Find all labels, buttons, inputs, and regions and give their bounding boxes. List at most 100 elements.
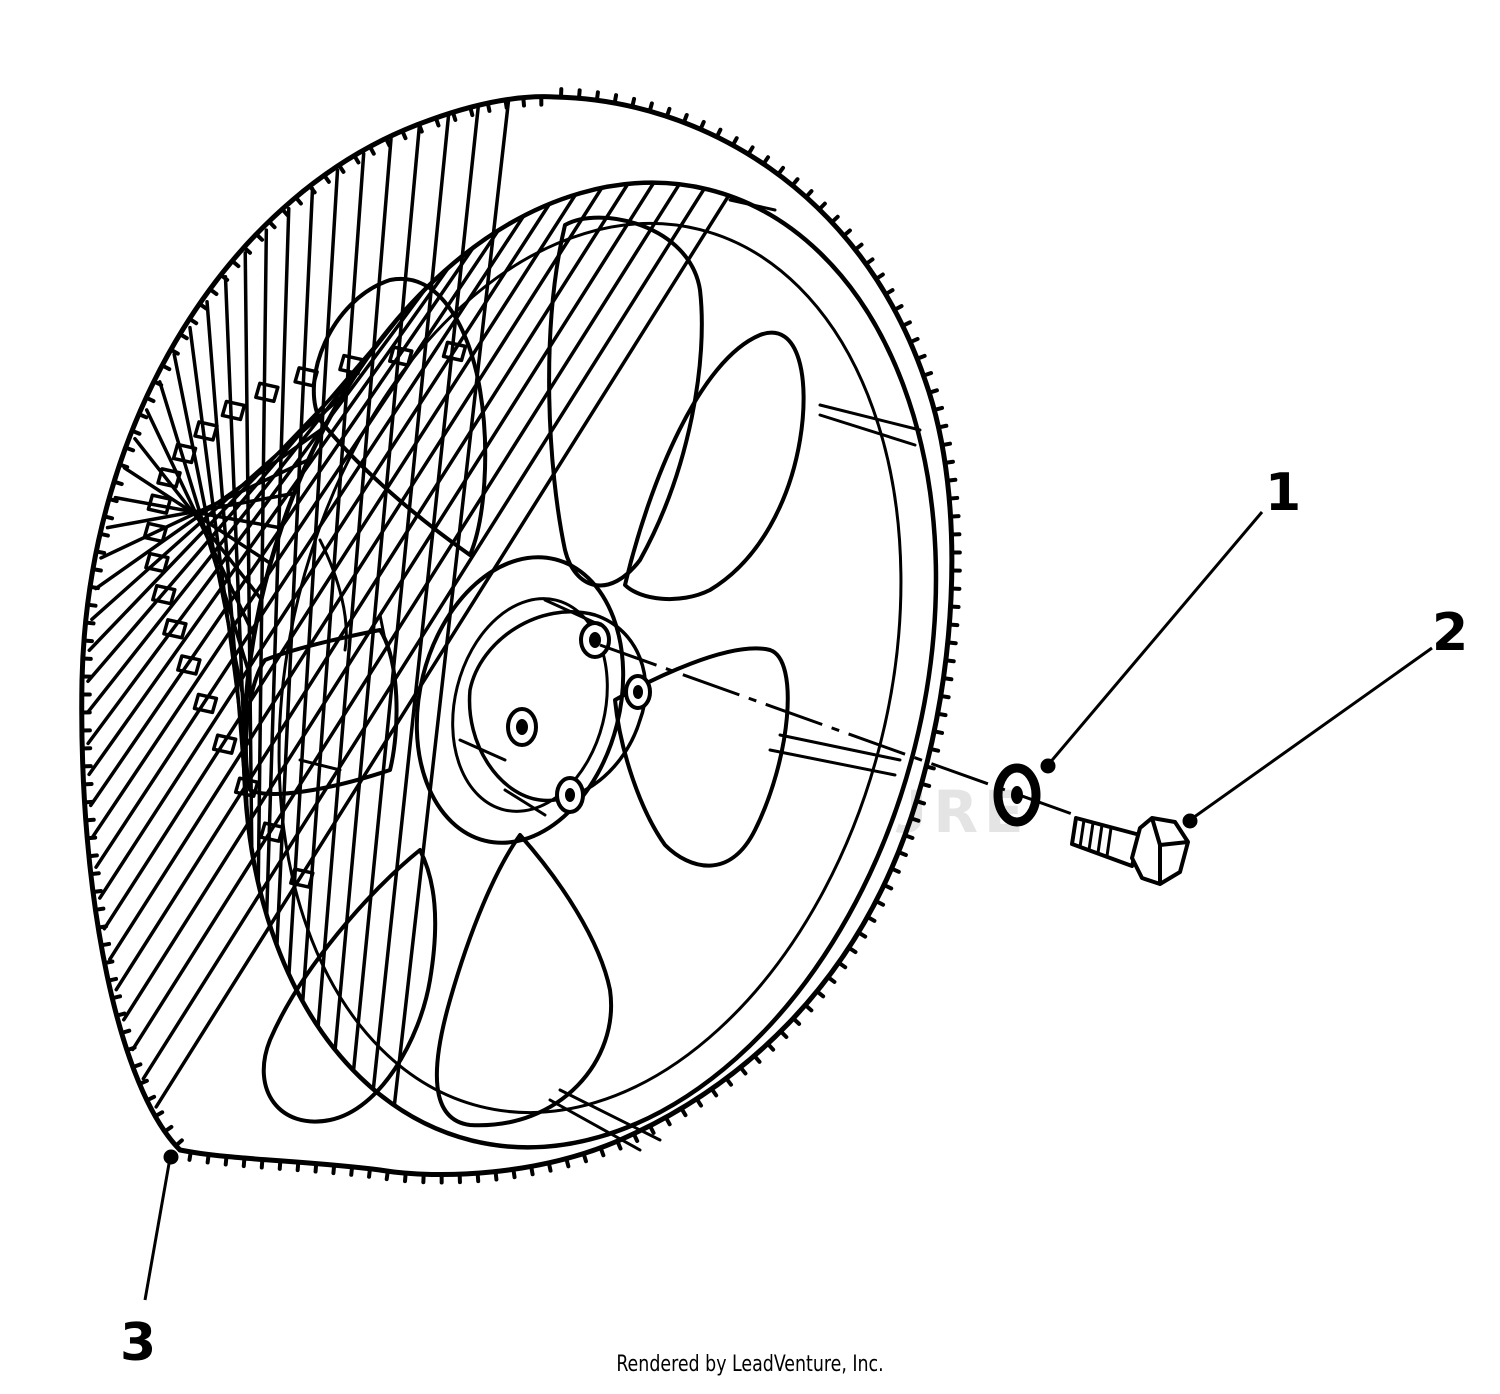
tread-tooth — [475, 1171, 481, 1184]
tread-tooth — [836, 960, 848, 970]
tread-tooth — [153, 1110, 165, 1119]
tread-tooth — [714, 127, 723, 139]
tread-tooth — [207, 287, 219, 296]
tread-tooth — [663, 1115, 672, 1127]
spoke-windows — [244, 215, 806, 1128]
tread-tooth — [400, 128, 408, 141]
tread-rib — [300, 151, 366, 1004]
spoke-window-top — [547, 215, 704, 588]
tread-tooth — [485, 101, 492, 113]
tread-tooth — [892, 304, 904, 312]
tread-tooth — [873, 899, 886, 907]
tread-tooth — [106, 496, 119, 504]
tread-tooth — [935, 711, 948, 718]
tread-tooth — [119, 1028, 132, 1035]
tread-tooth — [615, 1139, 623, 1151]
tread-tooth — [698, 119, 706, 132]
tread-lug — [254, 381, 280, 404]
tread-tooth — [130, 428, 142, 436]
tread-tooth — [865, 914, 877, 923]
tread-tooth — [896, 850, 908, 857]
leader-washer — [1046, 511, 1264, 766]
tread-tooth — [730, 136, 739, 148]
tread-rib — [275, 186, 315, 948]
tread-lug — [176, 654, 202, 676]
tread-tooth — [337, 163, 346, 174]
wheel-face-outer — [241, 180, 939, 1150]
tread-tooth — [293, 195, 303, 206]
tread-tooth — [908, 816, 921, 823]
tread-tooth — [529, 1164, 535, 1177]
tread-tooth — [943, 459, 955, 465]
tread-tooth — [752, 1053, 762, 1064]
tread-tooth — [90, 567, 103, 573]
tread-tooth — [81, 638, 94, 644]
tread-tooth — [932, 405, 945, 412]
tread-tooth — [277, 1158, 283, 1171]
tread-rib — [141, 186, 707, 1081]
tread-tooth — [187, 1149, 193, 1162]
tread-rib — [114, 182, 630, 992]
tread-tooth — [846, 945, 858, 955]
tread-tooth — [93, 906, 106, 912]
tread-teeth — [79, 87, 962, 1185]
tread-lug — [193, 420, 219, 442]
tread-tooth — [914, 799, 927, 806]
tread-tooth — [947, 495, 960, 501]
tread-tooth — [521, 95, 526, 108]
tread-tooth — [331, 1163, 337, 1176]
tread-lug — [144, 551, 170, 574]
tread-tooth — [804, 189, 814, 200]
tread-tooth — [765, 1041, 776, 1052]
tread-rib — [102, 192, 578, 931]
tread-tooth — [123, 445, 136, 453]
tread-tooth — [106, 976, 119, 983]
tread-tooth — [564, 1156, 571, 1169]
spoke-window-lower-left — [261, 848, 438, 1124]
spoke-window-upper-right — [623, 330, 806, 602]
tread-lug — [441, 340, 468, 363]
tread-rib — [371, 105, 480, 1091]
tread-tooth — [921, 371, 934, 378]
tread-rib — [122, 180, 656, 1022]
tread-tooth — [841, 228, 852, 238]
callout-leaders — [143, 511, 1433, 1301]
tread-tooth — [945, 640, 958, 646]
tread-tooth — [932, 729, 945, 735]
tread-tooth — [197, 301, 209, 311]
tread-tooth — [205, 1152, 211, 1165]
tread-tooth — [709, 1086, 719, 1098]
bolt-shank — [1070, 816, 1142, 868]
tread-tooth — [724, 1076, 734, 1087]
tread-tooth — [940, 441, 952, 448]
hex-bolt — [1070, 816, 1190, 886]
hub-inner-ring — [451, 597, 609, 813]
spoke-edges — [298, 198, 922, 1152]
tread-tooth — [450, 110, 458, 122]
tread-tooth — [384, 1169, 390, 1182]
tread-tooth — [99, 941, 112, 948]
tread-tooth — [322, 173, 331, 184]
tread-tooth — [241, 1156, 247, 1169]
wheel-hub — [414, 555, 652, 845]
spoke-window-bottom — [434, 833, 614, 1128]
tread-tooth — [86, 853, 99, 859]
tread-ribs — [85, 98, 731, 1109]
tread-tooth — [936, 423, 949, 430]
hub-outer-ring — [414, 555, 626, 845]
tread-tooth — [900, 320, 912, 328]
tread-tooth — [881, 882, 894, 891]
tread-tooth — [110, 994, 123, 1001]
tread-tooth — [280, 207, 290, 218]
tread-tooth — [778, 1029, 789, 1039]
tread-tooth — [168, 347, 180, 356]
tread-lug — [289, 867, 315, 889]
callout-number-3: 3 — [120, 1313, 156, 1373]
tread-tooth — [114, 1011, 127, 1018]
tread-tooth — [367, 1166, 372, 1179]
tread-tooth — [647, 101, 654, 114]
tread-tooth — [883, 288, 895, 297]
tread-tooth — [943, 658, 956, 664]
assembly-centerline — [599, 643, 1076, 817]
tread-tooth — [853, 242, 864, 252]
